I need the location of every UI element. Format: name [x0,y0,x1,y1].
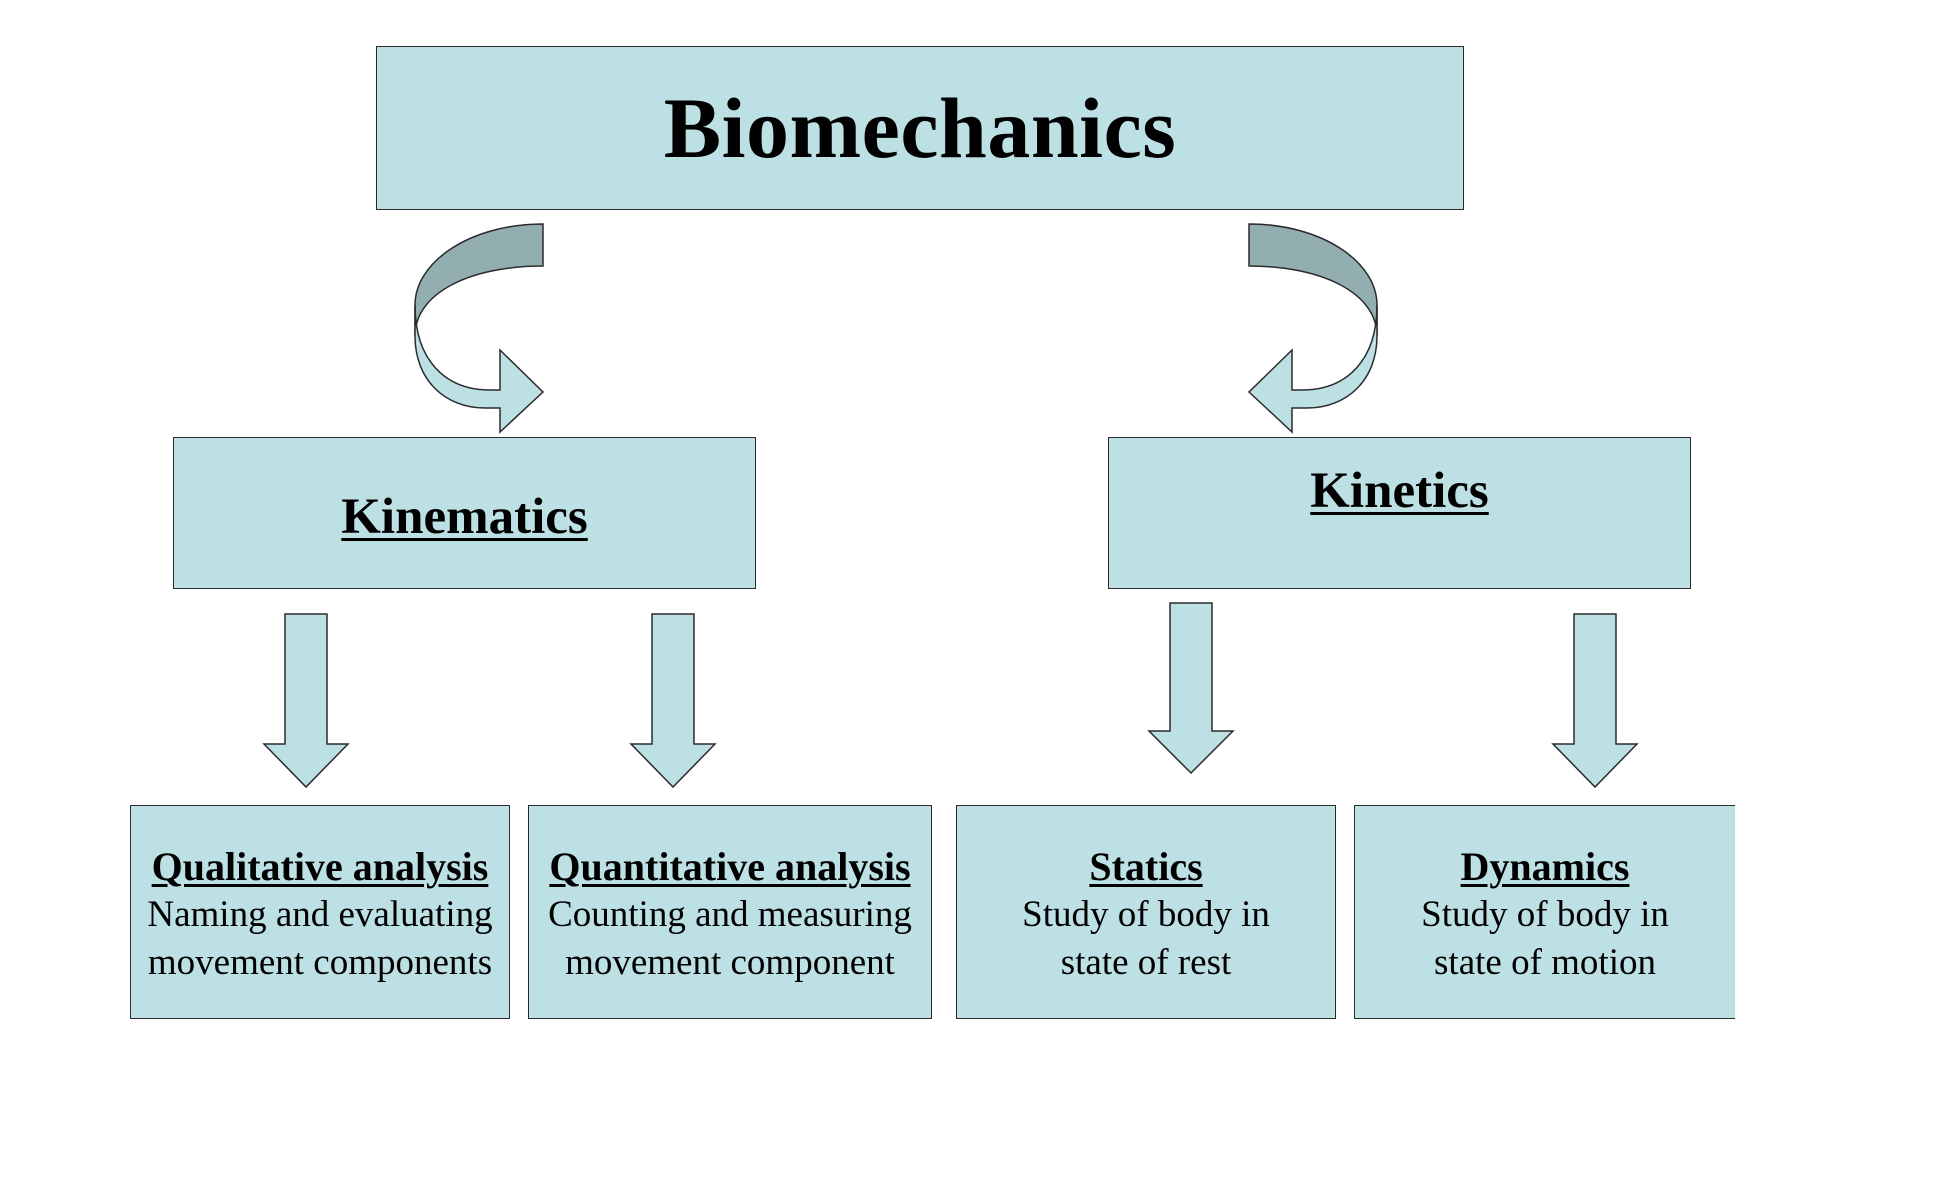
curved-arrow-to-kinematics [414,223,545,434]
quantitative-analysis-description: Counting and measuring movement componen… [548,894,912,983]
qualitative-analysis-description: Naming and evaluating movement component… [147,894,493,983]
node-kinetics: Kinetics [1108,437,1691,589]
node-statics: Statics Study of body in state of rest [956,805,1336,1019]
kinematics-label: Kinematics [341,489,588,545]
curved-arrow-to-kinetics [1247,223,1378,434]
down-arrow-statics [1147,602,1235,775]
statics-title: Statics [1089,844,1203,889]
root-node-biomechanics: Biomechanics [376,46,1464,210]
down-arrow-quantitative [629,613,717,789]
quantitative-analysis-title: Quantitative analysis [549,844,911,889]
node-quantitative-analysis: Quantitative analysis Counting and measu… [528,805,932,1019]
dynamics-title: Dynamics [1460,844,1630,889]
statics-description: Study of body in state of rest [1022,894,1270,983]
node-qualitative-analysis: Qualitative analysis Naming and evaluati… [130,805,510,1019]
down-arrow-qualitative [262,613,350,789]
dynamics-description: Study of body in state of motion [1421,894,1669,983]
node-dynamics: Dynamics Study of body in state of motio… [1354,805,1735,1019]
kinetics-label: Kinetics [1310,463,1489,519]
root-title: Biomechanics [663,80,1177,176]
node-kinematics: Kinematics [173,437,756,589]
qualitative-analysis-title: Qualitative analysis [151,844,489,889]
down-arrow-dynamics [1551,613,1639,789]
